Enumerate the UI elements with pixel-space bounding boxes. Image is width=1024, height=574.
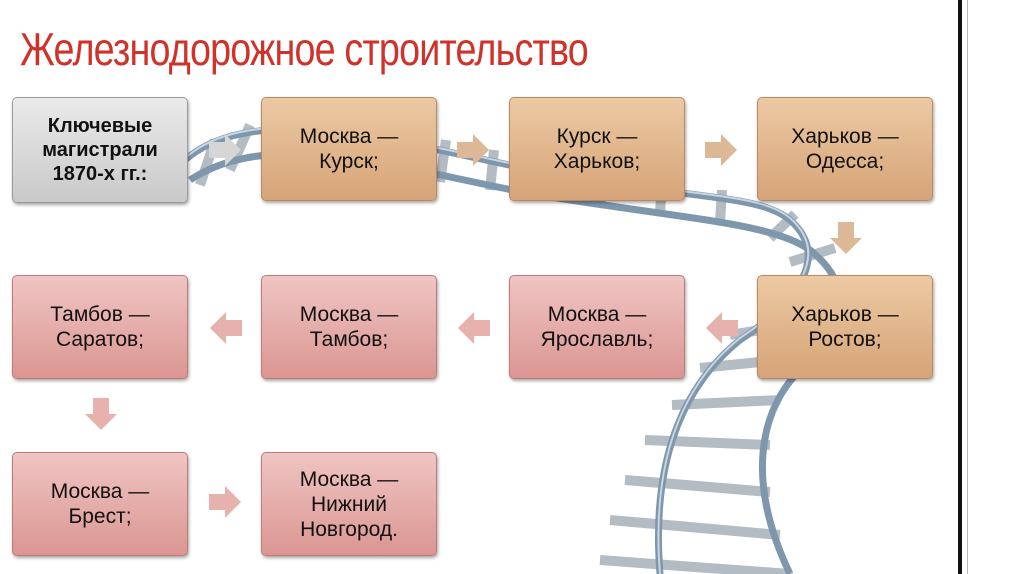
arrow-left-icon (210, 312, 242, 344)
route-box-kursk-kharkov: Курск — Харьков; (509, 97, 685, 201)
route-box-kharkov-odessa: Харьков — Одесса; (757, 97, 933, 201)
route-box-moscow-kursk: Москва — Курск; (261, 97, 437, 201)
slide-border-thin (967, 0, 968, 574)
rail-sleeper (644, 435, 771, 450)
route-box-moscow-nizhny: Москва — Нижний Новгород. (261, 452, 437, 556)
arrow-right-icon (705, 134, 737, 166)
arrow-right-icon (457, 134, 489, 166)
arrow-down-icon (830, 222, 862, 254)
key-magistrals-box: Ключевые магистрали 1870-х гг.: (12, 97, 188, 203)
rail-sleeper (609, 515, 781, 540)
arrow-left-icon (706, 312, 738, 344)
route-box-moscow-yaroslavl: Москва — Ярославль; (509, 275, 685, 379)
route-box-tambov-saratov: Тамбов — Саратов; (12, 275, 188, 379)
arrow-right-icon (209, 486, 241, 518)
route-box-moscow-brest: Москва — Брест; (12, 452, 188, 556)
arrow-down-icon (85, 398, 117, 430)
route-box-kharkov-rostov: Харьков — Ростов; (757, 275, 933, 379)
arrow-left-icon (458, 312, 490, 344)
arrow-right-icon (209, 134, 241, 166)
slide-border (958, 0, 962, 574)
rail-sleeper (624, 475, 771, 497)
page-title: Железнодорожное строительство (20, 23, 589, 75)
route-box-moscow-tambov: Москва — Тамбов; (261, 275, 437, 379)
rail-sleeper (599, 555, 791, 574)
